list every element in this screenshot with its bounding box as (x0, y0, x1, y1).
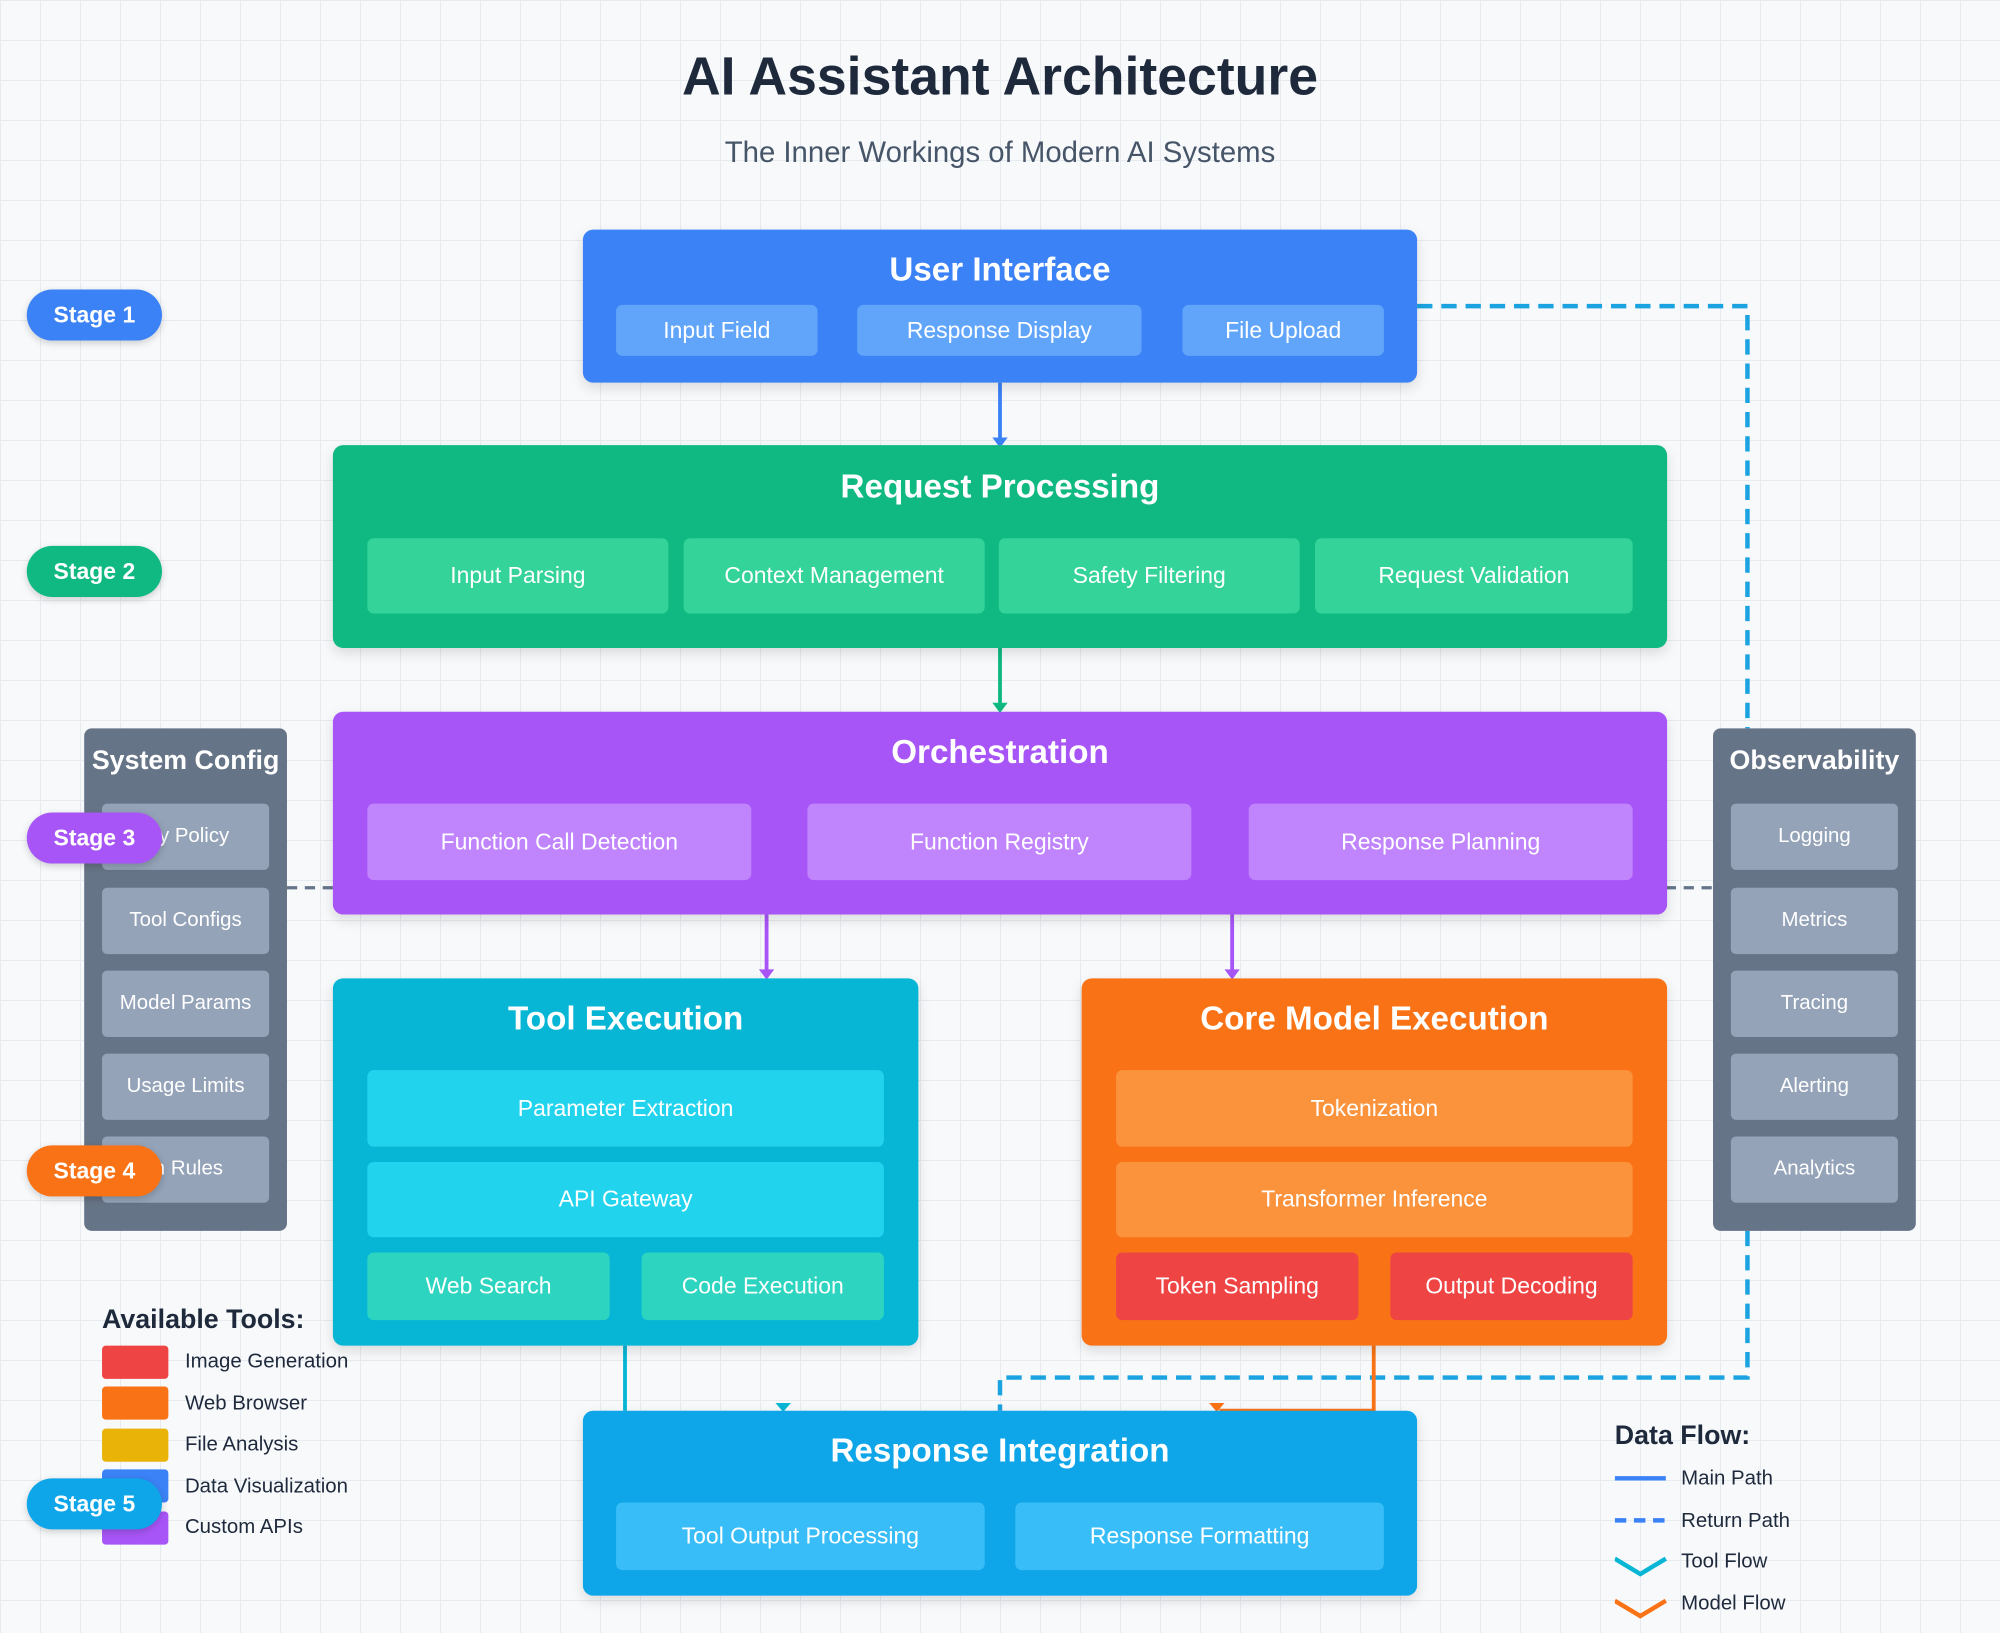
block-title: Core Model Execution (1200, 998, 1549, 1037)
request-processing-block: Request Processing Input Parsing Context… (332, 445, 1668, 648)
stage-badge-2: Stage 2 (26, 545, 162, 597)
legend-label: Main Path (1681, 1468, 1774, 1490)
tool-output-processing-item: Tool Output Processing (616, 1502, 985, 1571)
web-browser-swatch (102, 1386, 169, 1420)
legend-label: Tool Flow (1681, 1551, 1768, 1573)
web-search-item: Web Search (367, 1252, 610, 1321)
api-gateway-item: API Gateway (367, 1161, 884, 1238)
stage-badge-4: Stage 4 (26, 1145, 162, 1197)
block-title: Tool Execution (508, 998, 744, 1037)
chevron-line-icon (1614, 1598, 1667, 1619)
stage-badge-5: Stage 5 (26, 1478, 162, 1530)
model-params-item: Model Params (102, 970, 270, 1037)
response-planning-item: Response Planning (1248, 803, 1633, 881)
response-formatting-item: Response Formatting (1015, 1502, 1384, 1571)
user-interface-block: User Interface Input Field Response Disp… (582, 229, 1418, 383)
panel-title: System Config (91, 746, 280, 776)
output-decoding-item: Output Decoding (1390, 1252, 1633, 1321)
token-sampling-item: Token Sampling (1116, 1252, 1359, 1321)
metrics-item: Metrics (1730, 887, 1898, 955)
legend-label: Custom APIs (184, 1516, 303, 1539)
legend-title: Data Flow: (1614, 1420, 1751, 1451)
block-title: Request Processing (840, 466, 1160, 506)
observability-panel: Observability Logging Metrics Tracing Al… (1713, 728, 1916, 1231)
tracing-item: Tracing (1730, 970, 1898, 1037)
function-registry-item: Function Registry (807, 803, 1192, 881)
ui-file-upload: File Upload (1182, 304, 1384, 356)
code-execution-item: Code Execution (641, 1252, 884, 1321)
safety-filtering-item: Safety Filtering (998, 538, 1300, 614)
legend-label: Data Visualization (184, 1475, 348, 1498)
tool-execution-block: Tool Execution Parameter Extraction API … (332, 978, 919, 1346)
context-management-item: Context Management (683, 538, 985, 614)
page-subtitle: The Inner Workings of Modern AI Systems (724, 135, 1276, 169)
ui-input-field: Input Field (616, 304, 818, 356)
block-title: User Interface (889, 249, 1111, 289)
stage-badge-1: Stage 1 (26, 289, 162, 341)
transformer-inference-item: Transformer Inference (1116, 1161, 1633, 1238)
stage-badge-3: Stage 3 (26, 812, 162, 864)
ui-response-display: Response Display (857, 304, 1142, 356)
data-flow-legend: Data Flow: Main Path Return Path Tool Fl… (1614, 1418, 1857, 1626)
orchestration-block: Orchestration Function Call Detection Fu… (332, 711, 1668, 915)
legend-label: Image Generation (184, 1350, 349, 1373)
request-validation-item: Request Validation (1315, 538, 1633, 614)
tool-configs-item: Tool Configs (102, 887, 270, 955)
legend-label: Web Browser (184, 1392, 308, 1415)
analytics-item: Analytics (1730, 1136, 1898, 1203)
return-path-line (1417, 303, 1750, 729)
legend-title: Available Tools: (102, 1304, 305, 1335)
legend-label: File Analysis (184, 1433, 299, 1456)
legend-label: Return Path (1681, 1510, 1791, 1532)
page-title: AI Assistant Architecture (681, 45, 1319, 106)
file-analysis-swatch (102, 1428, 169, 1462)
image-generation-swatch (102, 1345, 169, 1379)
logging-item: Logging (1730, 803, 1898, 870)
function-call-detection-item: Function Call Detection (367, 803, 752, 881)
chevron-line-icon (1614, 1556, 1667, 1577)
usage-limits-item: Usage Limits (102, 1053, 270, 1120)
block-title: Orchestration (891, 732, 1109, 771)
response-integration-block: Response Integration Tool Output Process… (582, 1410, 1418, 1596)
legend-label: Model Flow (1681, 1593, 1786, 1615)
panel-title: Observability (1729, 746, 1900, 776)
alerting-item: Alerting (1730, 1053, 1898, 1120)
core-model-execution-block: Core Model Execution Tokenization Transf… (1081, 978, 1668, 1346)
input-parsing-item: Input Parsing (367, 538, 669, 614)
flow-legend-icons (1614, 1476, 1667, 1619)
parameter-extraction-item: Parameter Extraction (367, 1070, 884, 1147)
block-title: Response Integration (830, 1431, 1170, 1470)
tokenization-item: Tokenization (1116, 1070, 1633, 1147)
